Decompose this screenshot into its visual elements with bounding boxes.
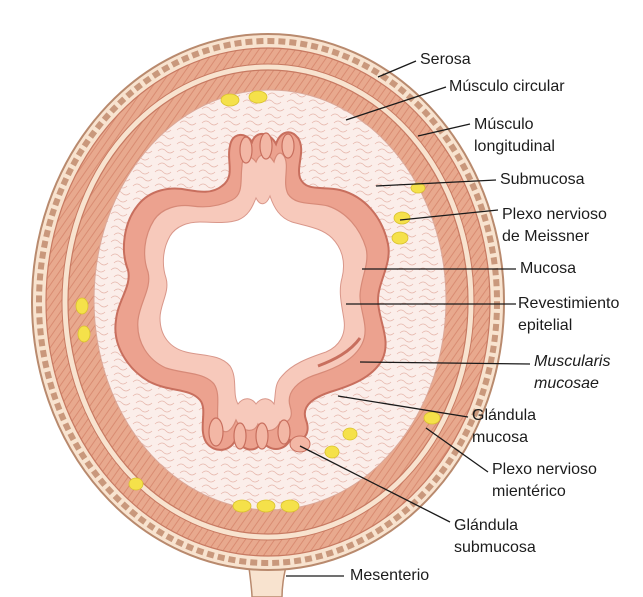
- label-submucosa: Submucosa: [500, 170, 585, 190]
- label-plexo-meissner-line2: de Meissner: [502, 227, 589, 247]
- label-musculo-longitudinal-line2: longitudinal: [474, 137, 555, 157]
- label-mucosa: Mucosa: [520, 259, 576, 279]
- label-glandula-submucosa-line1: Glándula: [454, 516, 518, 536]
- label-musculo-longitudinal-line1: Músculo: [474, 115, 534, 135]
- label-revestimiento-line2: epitelial: [518, 316, 572, 336]
- label-serosa: Serosa: [420, 50, 471, 70]
- label-muscularis-line2: mucosae: [534, 374, 599, 394]
- label-plexo-mienterico-line1: Plexo nervioso: [492, 460, 597, 480]
- label-mesenterio: Mesenterio: [350, 566, 429, 586]
- label-musculo-circular: Músculo circular: [449, 77, 565, 97]
- label-revestimiento-line1: Revestimiento: [518, 294, 619, 314]
- label-plexo-meissner-line1: Plexo nervioso: [502, 205, 607, 225]
- label-glandula-mucosa-line1: Glándula: [472, 406, 536, 426]
- label-glandula-submucosa-line2: submucosa: [454, 538, 536, 558]
- label-plexo-mienterico-line2: mientérico: [492, 482, 566, 502]
- label-glandula-mucosa-line2: mucosa: [472, 428, 528, 448]
- label-muscularis-line1: Muscularis: [534, 352, 610, 372]
